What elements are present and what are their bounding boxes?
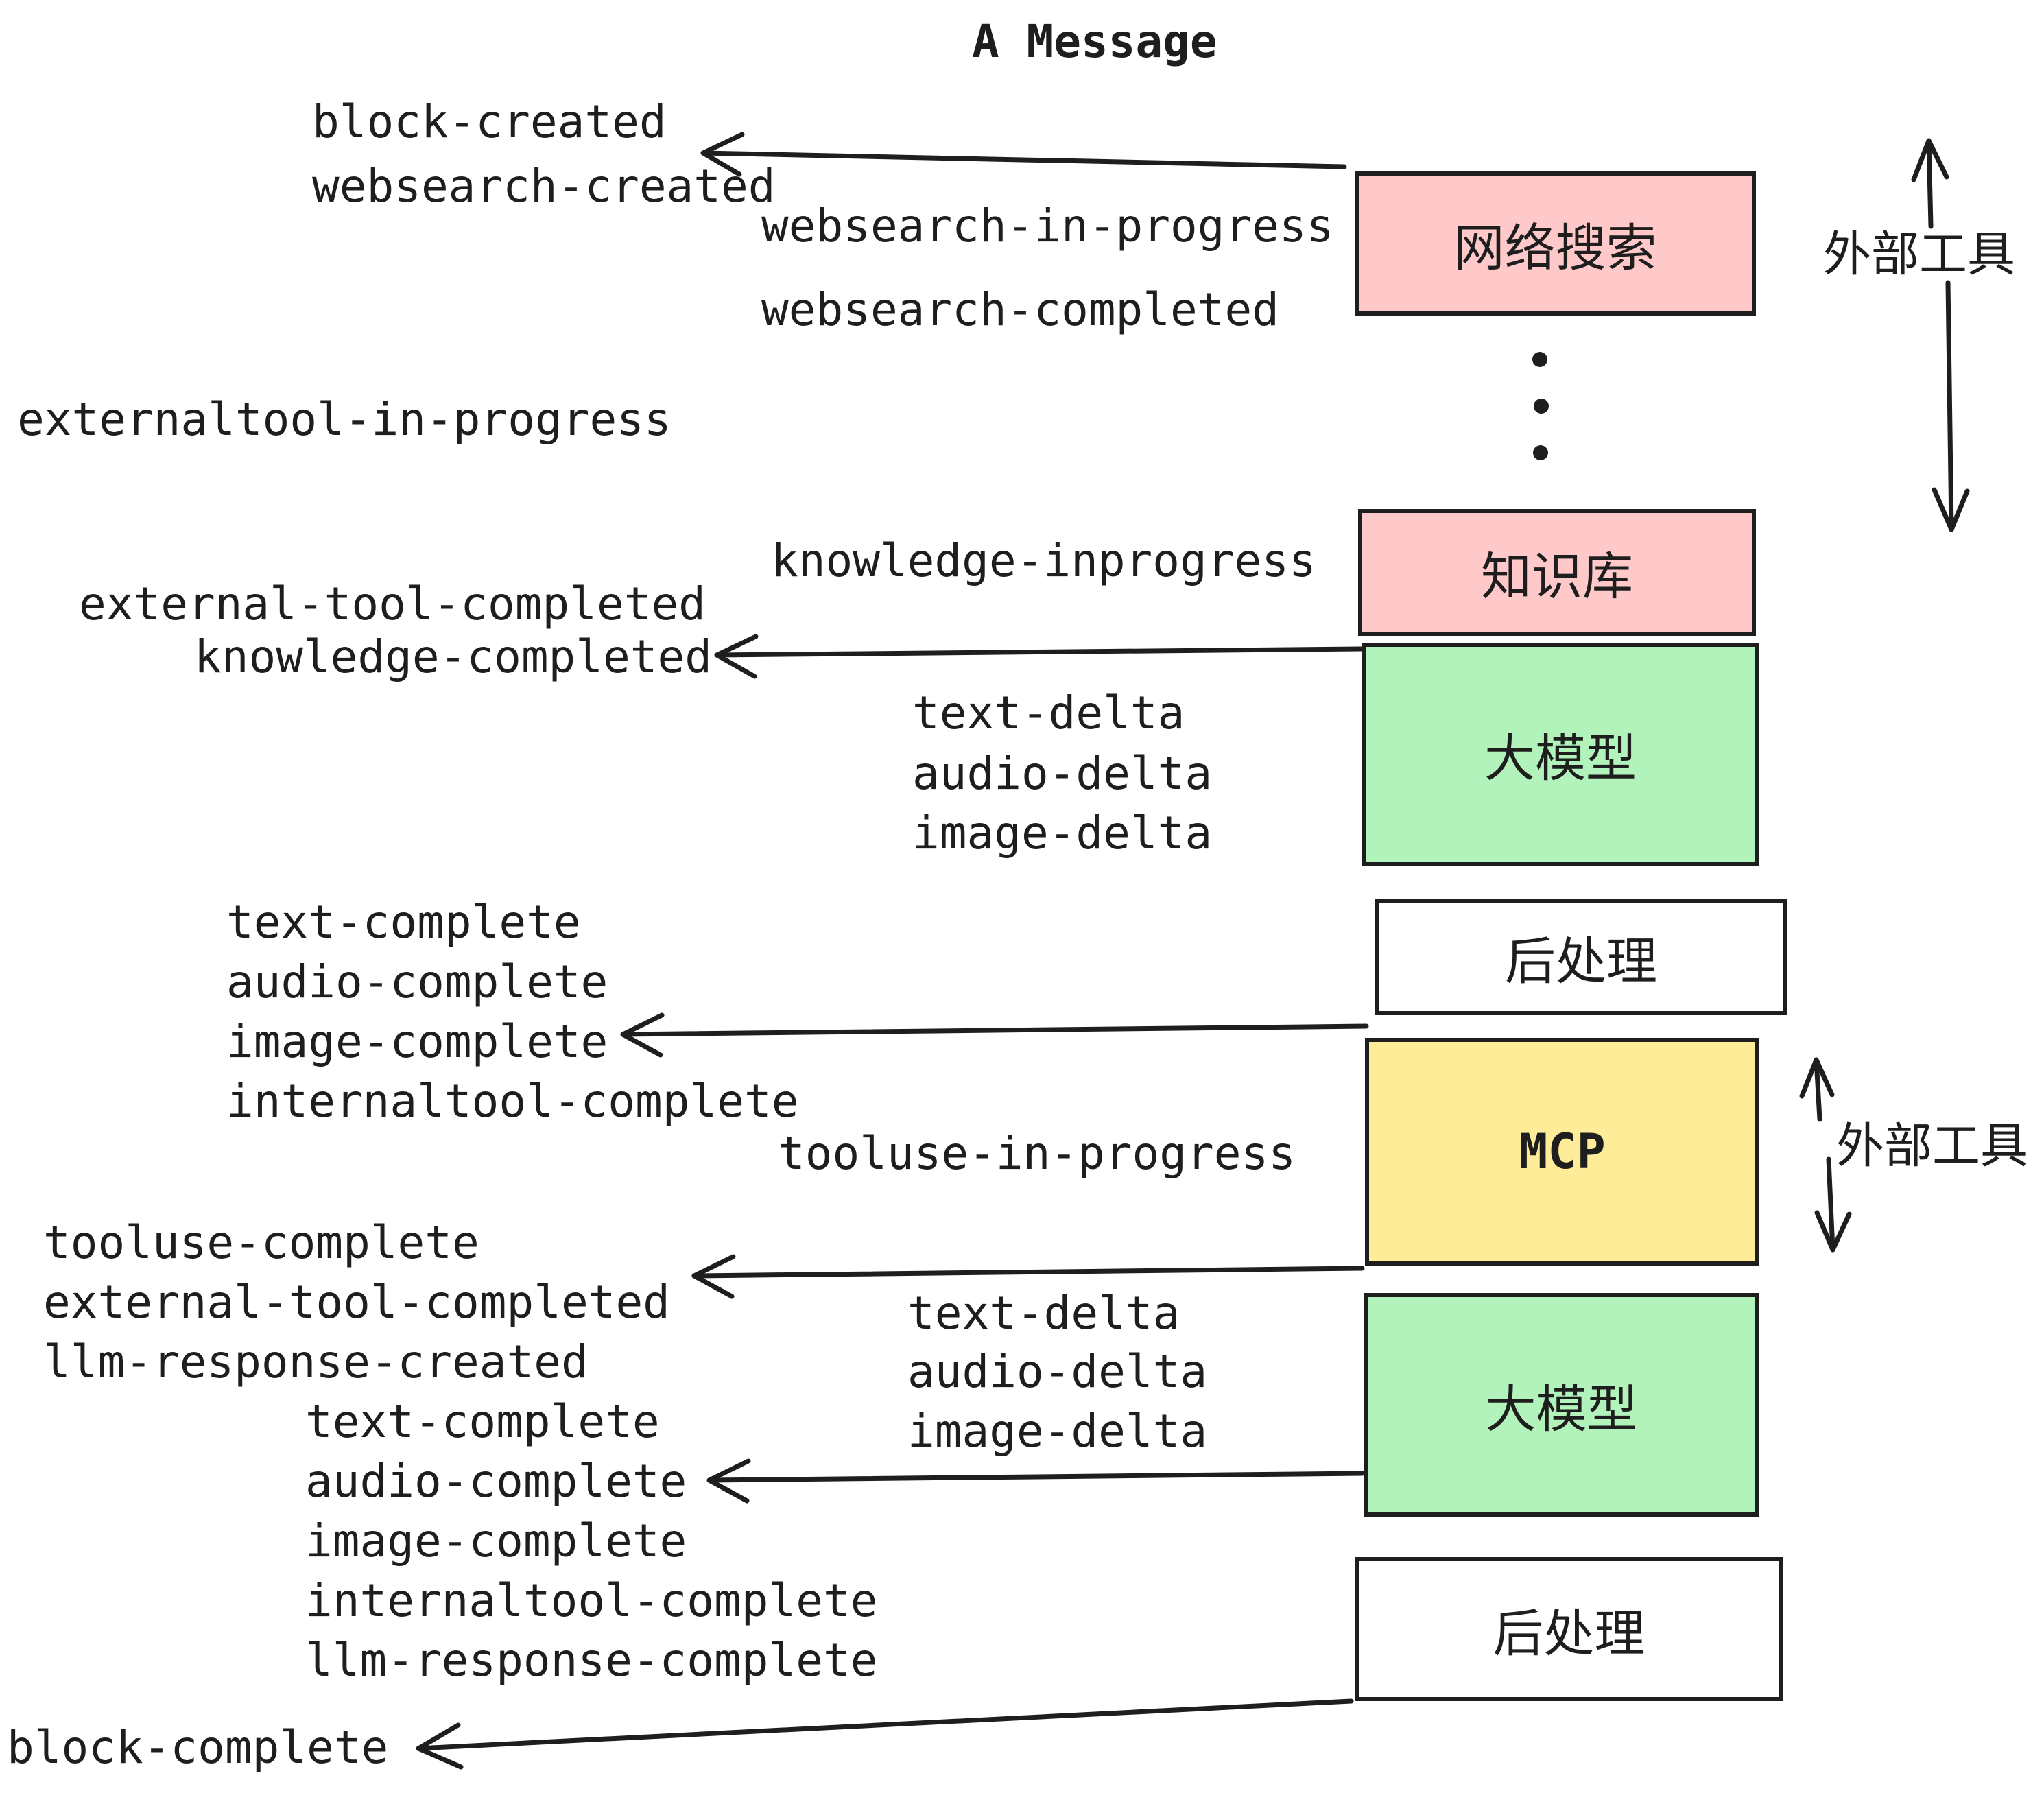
event-text-delta: text-delta (912, 687, 1185, 739)
event-text-complete-2: text-complete (305, 1395, 660, 1448)
event-image-complete-2: image-complete (305, 1515, 687, 1567)
event-internaltool-complete-2: internaltool-complete (305, 1574, 878, 1627)
event-audio-delta-2: audio-delta (907, 1345, 1208, 1398)
box-knowledge-label: 知识库 (1481, 547, 1633, 606)
event-websearch-in-progress: websearch-in-progress (761, 200, 1334, 252)
event-tooluse-in-progress: tooluse-in-progress (778, 1127, 1296, 1180)
event-internaltool-complete: internaltool-complete (226, 1075, 799, 1128)
external-tools-range-arrow-mcp-up (1799, 1057, 1835, 1122)
external-tools-label-mcp: 外部工具 (1836, 1117, 2028, 1174)
arrow-to-knowledge-completed (714, 634, 1364, 679)
event-audio-complete-2: audio-complete (305, 1455, 687, 1508)
event-image-complete: image-complete (226, 1015, 608, 1068)
box-llm-1: 大模型 (1362, 643, 1759, 866)
event-llm-response-created: llm-response-created (43, 1336, 589, 1388)
event-knowledge-completed: knowledge-completed (194, 630, 712, 683)
event-external-tool-completed-2: external-tool-completed (43, 1276, 670, 1329)
box-websearch: 网络搜索 (1355, 171, 1756, 316)
external-tools-range-arrow-top-down (1932, 280, 1970, 532)
box-llm-2-label: 大模型 (1485, 1379, 1638, 1439)
diagram-title: A Message (972, 15, 1217, 68)
event-knowledge-inprogress: knowledge-inprogress (771, 534, 1316, 587)
event-text-complete: text-complete (226, 896, 581, 949)
box-llm-2: 大模型 (1364, 1293, 1759, 1517)
event-block-complete: block-complete (7, 1721, 389, 1774)
external-tools-range-arrow-top-up (1911, 138, 1949, 229)
external-tools-label-top: 外部工具 (1823, 226, 2015, 283)
event-tooluse-complete: tooluse-complete (43, 1216, 479, 1269)
event-externaltool-in-progress: externaltool-in-progress (17, 393, 672, 446)
box-postprocess-2: 后处理 (1355, 1557, 1783, 1701)
box-mcp-label: MCP (1519, 1124, 1606, 1180)
event-audio-delta: audio-delta (912, 747, 1213, 800)
box-websearch-label: 网络搜索 (1453, 218, 1657, 278)
arrow-to-image-complete (620, 1012, 1369, 1058)
event-text-delta-2: text-delta (907, 1287, 1180, 1340)
event-websearch-created: websearch-created (312, 160, 776, 213)
box-llm-1-label: 大模型 (1484, 729, 1637, 788)
ellipsis-dots (1532, 352, 1549, 460)
event-llm-response-complete: llm-response-complete (305, 1634, 878, 1687)
box-knowledge: 知识库 (1358, 509, 1756, 636)
box-postprocess-2-label: 后处理 (1493, 1604, 1645, 1663)
event-block-created: block-created (312, 95, 667, 148)
event-image-delta: image-delta (912, 807, 1213, 859)
event-audio-complete: audio-complete (226, 956, 608, 1008)
box-mcp: MCP (1365, 1038, 1759, 1266)
arrow-to-block-complete (416, 1698, 1354, 1770)
arrow-to-block-created (700, 132, 1347, 177)
event-websearch-completed: websearch-completed (761, 283, 1279, 336)
event-image-delta-2: image-delta (907, 1405, 1208, 1458)
arrow-to-audio-complete (706, 1458, 1365, 1504)
box-postprocess-1-label: 后处理 (1505, 931, 1657, 991)
box-postprocess-1: 后处理 (1375, 899, 1787, 1015)
event-external-tool-completed: external-tool-completed (79, 578, 706, 630)
